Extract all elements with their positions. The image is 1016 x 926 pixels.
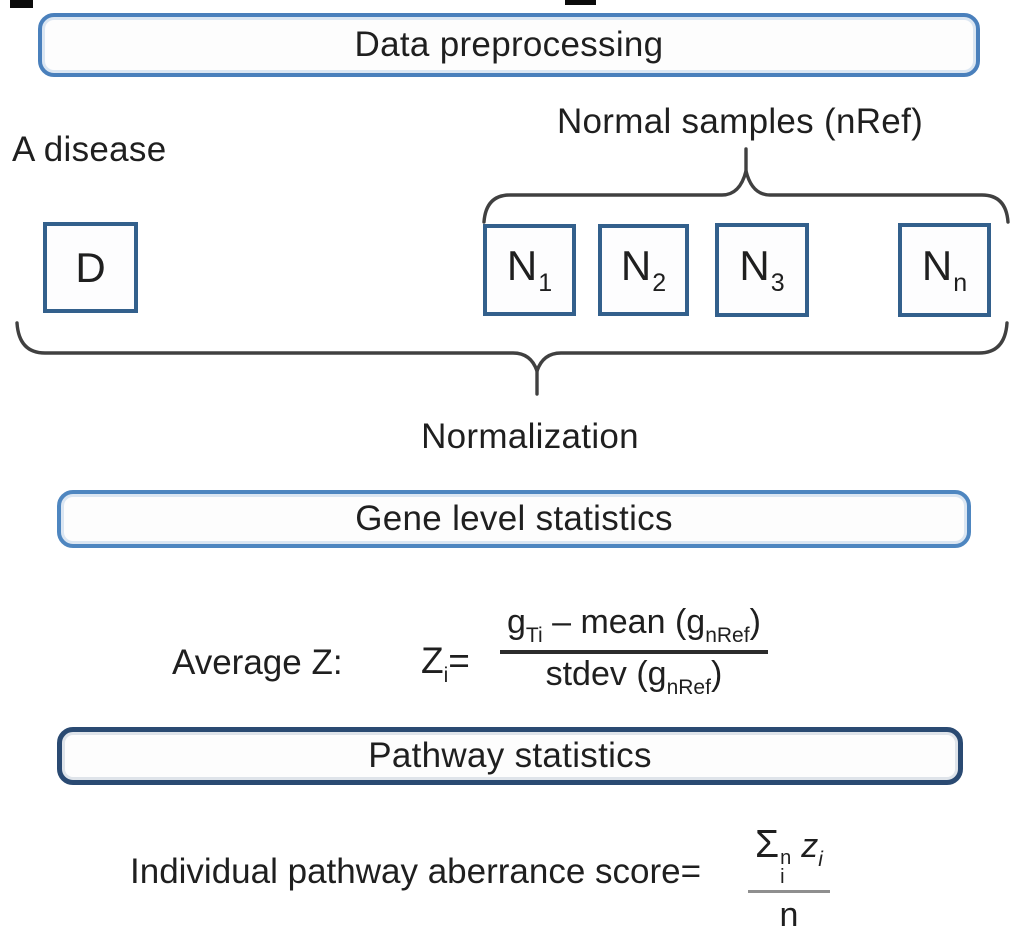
disease-sample-box: D [43,222,138,313]
z-symbol: Z [421,640,444,681]
normal-box-label: N [921,241,953,289]
g-subscript: Ti [525,624,543,647]
normal-box-subscript: 3 [770,268,785,297]
sigma-symbol: Σ [755,823,780,866]
average-z-denominator: stdev (gnRef) [539,654,730,700]
g-subscript: nRef [705,624,750,647]
normal-samples-overbrace [482,147,1010,224]
pathway-score-denominator: n [779,896,799,926]
normal-box-label: N [739,241,770,289]
gene-level-statistics-label: Gene level statistics [355,499,673,538]
normal-samples-label: Normal samples (nRef) [556,102,924,141]
fraction-bar [748,890,830,893]
equals-sign: = [448,640,470,681]
minus-sign: – [542,603,581,641]
sigma-subscript: i [780,866,785,888]
close-paren: ) [749,603,761,641]
data-preprocessing-label: Data preprocessing [354,25,664,64]
disease-box-label: D [75,243,106,291]
normal-sample-box-1: N1 [483,224,576,316]
crop-artifact-center [565,0,596,5]
normalization-label: Normalization [421,417,639,456]
data-preprocessing-banner: Data preprocessing [38,13,980,77]
normal-sample-box-n: Nn [898,223,991,317]
pathway-statistics-banner: Pathway statistics [57,727,963,785]
z-subscript: i [443,664,449,687]
g-symbol: g [507,603,526,641]
normalization-underbrace [15,321,1009,396]
mean-text: mean ( [580,603,687,641]
g-symbol: g [647,655,667,694]
z-symbol: z [801,827,819,865]
average-z-prefix: Average Z: [172,643,343,682]
normal-sample-box-2: N2 [598,224,689,316]
a-disease-label: A disease [12,130,167,169]
normal-sample-box-3: N3 [715,223,809,317]
g-subscript: nRef [666,676,711,700]
average-z-lhs: Zi= [421,640,470,688]
g-symbol: g [686,603,706,641]
normal-box-label: N [506,241,538,289]
normal-box-label: N [620,241,652,289]
stdev-text: stdev ( [545,655,648,694]
z-subscript: i [818,848,823,871]
normal-box-subscript: 2 [652,268,667,297]
pathway-score-prefix: Individual pathway aberrance score= [130,852,702,891]
normal-box-subscript: 1 [538,268,553,297]
gene-level-statistics-banner: Gene level statistics [57,490,971,548]
average-z-numerator: gTi – mean (gnRef) [500,602,768,648]
pathway-statistics-label: Pathway statistics [368,736,652,775]
close-paren: ) [710,655,723,694]
crop-artifact-left [10,0,33,8]
average-z-fraction: gTi – mean (gnRef) stdev (gnRef) [500,602,768,700]
sigma-superscript: n [780,847,792,869]
fraction-bar [500,650,768,655]
normal-box-subscript: n [953,268,968,297]
